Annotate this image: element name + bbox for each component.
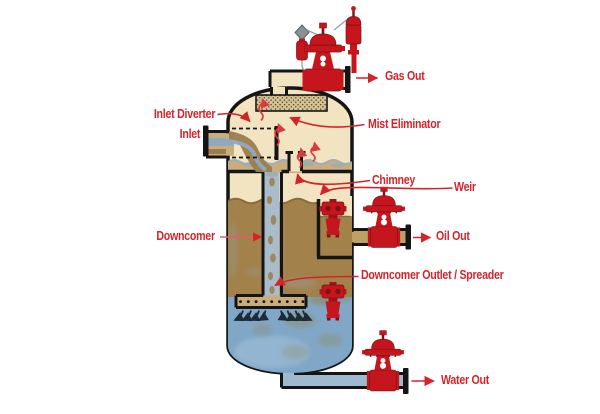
water-control-valve-icon: [361, 330, 405, 392]
gas-flow-arrows: [258, 98, 321, 169]
downcomer-spreader: [234, 294, 308, 309]
label-inlet-diverter: Inlet Diverter: [153, 107, 216, 121]
label-weir: Weir: [454, 180, 476, 194]
chimney-pipe: [290, 153, 301, 172]
water-spread-arrows: [233, 310, 313, 322]
label-water-out: Water Out: [441, 373, 490, 387]
spreader-leader: [274, 275, 359, 287]
label-downcomer-outlet-spreader: Downcomer Outlet / Spreader: [361, 268, 504, 282]
water-nozzle-opening: [283, 371, 294, 376]
label-gas-out: Gas Out: [385, 69, 425, 83]
gas-pressure-control-valve-icon: [294, 6, 362, 92]
inlet-flange: [203, 125, 209, 157]
mist-eliminator-pad: [255, 94, 328, 112]
pilot-regulator-icon: [345, 6, 362, 73]
label-inlet: Inlet: [179, 127, 200, 141]
mist-eliminator-leader: [289, 116, 365, 128]
weir-leader: [319, 183, 453, 196]
label-mist-eliminator: Mist Eliminator: [368, 117, 441, 131]
oil-pipe-flange: [405, 224, 411, 250]
label-leaders: [217, 72, 453, 387]
drip-pot-icon: [294, 24, 310, 41]
label-chimney: Chimney: [372, 173, 416, 187]
vessel-internals: [228, 94, 352, 373]
inlet-diverter-leader: [217, 110, 251, 123]
label-oil-out: Oil Out: [436, 229, 470, 243]
inlet-diverter-plate: [232, 126, 279, 160]
oil-control-valve-icon: [362, 186, 406, 248]
label-downcomer: Downcomer: [156, 229, 215, 243]
gas-pipe-flange: [345, 66, 351, 93]
water-pipe-flange: [403, 368, 409, 394]
